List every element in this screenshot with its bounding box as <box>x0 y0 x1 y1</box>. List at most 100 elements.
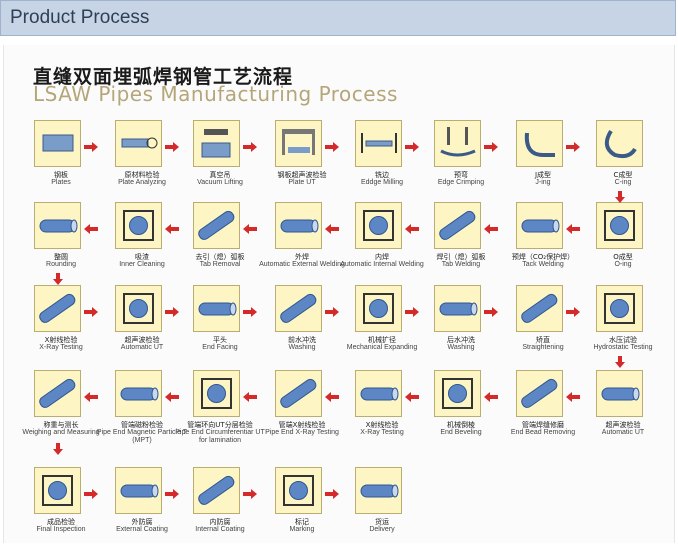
step-label-en: End Beveling <box>440 429 482 436</box>
step-illustration <box>115 285 162 332</box>
step-label-en: External Coating <box>116 526 168 533</box>
step-label-cn: 铣边 <box>375 171 389 179</box>
step-label-en: Plate Analyzing <box>118 179 166 186</box>
diagram-title-cn: 直缝双面埋弧焊钢管工艺流程 <box>33 66 294 88</box>
step-illustration <box>596 285 643 332</box>
step-label-en: Automatic UT <box>120 344 164 351</box>
step-illustration <box>115 120 162 167</box>
step-label-cn: 机械倒棱 <box>447 421 475 429</box>
step-label-en: Internal Coating <box>195 526 245 533</box>
step-label-cn: 预焊（CO₂保护焊） <box>511 253 575 261</box>
step-label-en: Tab Removal <box>199 261 241 268</box>
step-illustration <box>516 285 563 332</box>
step-label-en: Pipe End X-Ray Testing <box>265 429 339 436</box>
flow-arrow <box>325 389 339 407</box>
step-illustration <box>193 120 240 167</box>
flow-arrow <box>243 486 257 504</box>
step-label-cn: 整圆 <box>54 253 68 261</box>
flow-arrow <box>84 304 98 322</box>
step-label-cn: 原材料检验 <box>124 171 160 179</box>
step-illustration <box>193 467 240 514</box>
step-label-cn: 管端焊缝修磨 <box>522 421 564 429</box>
flow-arrow <box>53 442 63 460</box>
step-label-en: Final Inspection <box>36 526 86 533</box>
step-label-en: Hydrostatic Testing <box>593 344 653 351</box>
step-label-cn: 外焊 <box>295 253 309 261</box>
flow-arrow <box>405 221 419 239</box>
step-illustration <box>355 285 402 332</box>
step-label-en: Automatic Internal Welding <box>340 261 424 268</box>
step-label-en: Inner Cleaning <box>119 261 165 268</box>
step-label-cn: 平头 <box>213 336 227 344</box>
step-label-cn: C成型 <box>613 171 633 179</box>
flow-arrow <box>165 304 179 322</box>
step-label-cn: X射线检验 <box>44 336 78 344</box>
step-label-cn: 内防腐 <box>209 518 231 526</box>
step-illustration <box>193 370 240 417</box>
flow-arrow <box>325 486 339 504</box>
step-label-en: O-ing <box>614 261 632 268</box>
step-label-cn: 预弯 <box>454 171 468 179</box>
flow-arrow <box>325 139 339 157</box>
step-illustration <box>434 370 481 417</box>
step-illustration <box>34 202 81 249</box>
flow-arrow <box>325 221 339 239</box>
flow-arrow <box>243 221 257 239</box>
step-label-cn: 前水冲洗 <box>288 336 316 344</box>
step-label-en: Automatic UT <box>601 429 645 436</box>
step-label-en: Marking <box>289 526 315 533</box>
step-illustration <box>275 202 322 249</box>
step-label-cn: 去引（熄）弧板 <box>195 253 245 261</box>
step-illustration <box>34 467 81 514</box>
flow-arrow <box>566 139 580 157</box>
step-label-cn: 内焊 <box>375 253 389 261</box>
flow-arrow <box>84 389 98 407</box>
flow-arrow <box>405 389 419 407</box>
step-label-en: Plates <box>51 179 71 186</box>
flow-arrow <box>53 272 63 290</box>
step-label-cn: 管端环向UT分层检验 <box>187 421 253 429</box>
step-label-en: Mechanical Expanding <box>346 344 418 351</box>
step-illustration <box>275 120 322 167</box>
step-label-en: Tab Welding <box>441 261 481 268</box>
step-label-cn: 管端磁粉检验 <box>121 421 163 429</box>
flow-arrow <box>84 139 98 157</box>
step-label-cn: 超声波检验 <box>124 336 160 344</box>
step-label-cn: O成型 <box>613 253 633 261</box>
step-label-cn: X射线检验 <box>365 421 399 429</box>
step-illustration <box>355 202 402 249</box>
step-illustration <box>34 120 81 167</box>
step-illustration <box>434 120 481 167</box>
flow-arrow <box>405 139 419 157</box>
step-label-cn: 标记 <box>295 518 309 526</box>
step-label-cn: 真空吊 <box>209 171 231 179</box>
step-illustration <box>34 285 81 332</box>
step-label-en: End Facing <box>202 344 238 351</box>
flow-arrow <box>165 139 179 157</box>
step-label-en: Plate UT <box>288 179 316 186</box>
flow-arrow <box>484 389 498 407</box>
step-label-en: Edge Crimping <box>437 179 485 186</box>
